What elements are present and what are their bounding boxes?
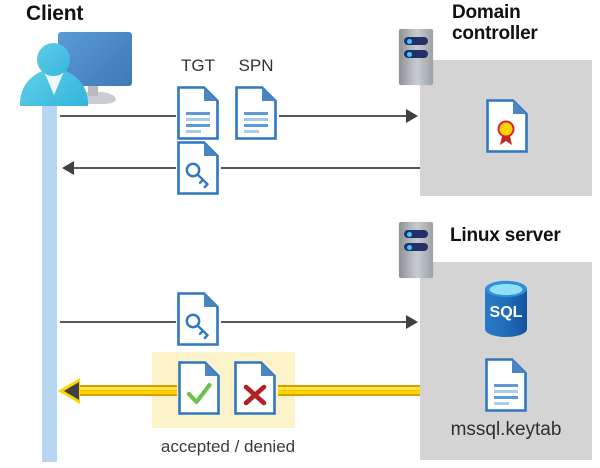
message-2-line-left xyxy=(74,167,176,169)
accepted-denied-label: accepted / denied xyxy=(160,437,296,456)
service-ticket-key-document-icon xyxy=(177,292,219,346)
spn-label: SPN xyxy=(238,56,274,75)
message-2-line-right xyxy=(221,167,420,169)
message-3-line-right xyxy=(221,321,407,323)
client-title: Client xyxy=(26,2,84,25)
message-4-line-right xyxy=(278,385,420,396)
domain-controller-title: Domain controller xyxy=(452,2,600,45)
sql-database-icon: SQL xyxy=(479,279,533,344)
keytab-filename-label: mssql.keytab xyxy=(450,419,562,440)
ticket-key-document-icon xyxy=(177,141,219,195)
denied-document-icon xyxy=(234,361,276,415)
message-4-line-left xyxy=(78,385,177,396)
monitor-neck-icon xyxy=(88,86,98,96)
message-1-line-left xyxy=(60,115,176,117)
server-bay-icon xyxy=(404,230,428,238)
message-4-arrowhead xyxy=(64,382,79,400)
keytab-document-icon xyxy=(485,358,527,412)
svg-text:SQL: SQL xyxy=(490,304,523,321)
client-lifeline xyxy=(42,86,57,462)
accepted-document-icon xyxy=(178,361,220,415)
message-3-line-left xyxy=(60,321,176,323)
message-1-arrowhead xyxy=(406,109,418,123)
spn-document-icon xyxy=(235,86,277,140)
tgt-label: TGT xyxy=(181,56,215,75)
server-bay-icon xyxy=(404,243,428,251)
server-bay-icon xyxy=(404,50,428,58)
tgt-document-icon xyxy=(177,86,219,140)
message-1-line-right xyxy=(279,115,407,117)
domain-controller-server-icon xyxy=(399,29,433,85)
certificate-document-icon xyxy=(486,99,528,158)
message-3-arrowhead xyxy=(406,315,418,329)
user-head-icon xyxy=(37,43,70,76)
linux-server-server-icon xyxy=(399,222,433,278)
domain-controller-title-line1: Domain xyxy=(452,2,521,23)
domain-controller-title-line2: controller xyxy=(452,23,538,45)
linux-server-title: Linux server xyxy=(450,225,561,246)
message-2-arrowhead xyxy=(62,161,74,175)
server-bay-icon xyxy=(404,37,428,45)
